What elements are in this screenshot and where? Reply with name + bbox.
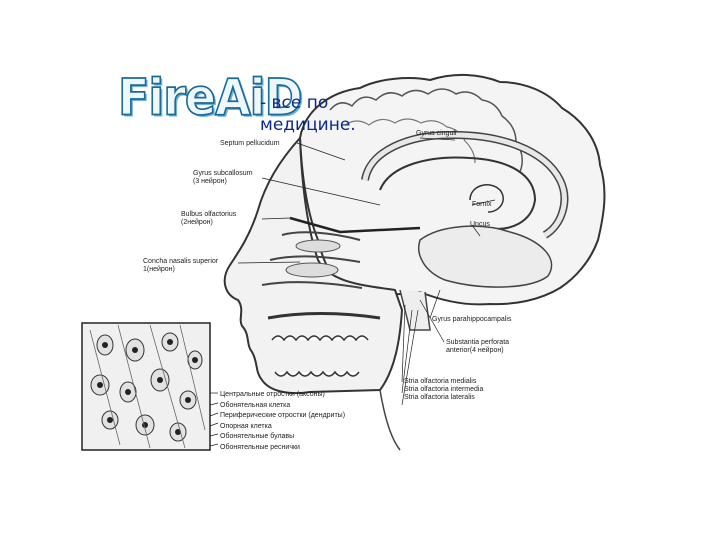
epithelium-inset	[82, 323, 210, 450]
label-substantia-perforata: Substantia perforata anterior(4 нейрон)	[446, 339, 509, 355]
tagline-line-1: - все по	[260, 92, 356, 114]
label-stria-olfactoria: Stria olfactoria medialis Stria olfactor…	[404, 378, 483, 402]
label-olfactory-vesicles: Обонятельные булавы	[220, 432, 345, 443]
label-gyrus-subcallosum: Gyrus subcallosum (3 нейрон)	[193, 170, 253, 186]
label-gyrus-parahippocampalis: Gyrus parahippocampalis	[432, 316, 511, 324]
tagline-line-2: медицине.	[260, 114, 356, 136]
label-bulbus-olfactorius: Bulbus olfactorius (2нейрон)	[181, 211, 236, 227]
label-stria-intermedia: Stria olfactoria intermedia	[404, 386, 483, 394]
label-stria-medialis: Stria olfactoria medialis	[404, 378, 483, 386]
label-uncus: Uncus	[470, 221, 490, 229]
label-septum-pellucidum: Septum pellucidum	[220, 140, 280, 148]
logo-tagline: - все по медицине.	[260, 92, 356, 136]
label-gyrus-cinguli: Gyrus cinguli	[416, 130, 456, 138]
label-stria-lateralis: Stria olfactoria lateralis	[404, 394, 483, 402]
label-fornix: Fornix	[472, 201, 491, 209]
label-concha-nasalis: Concha nasalis superior 1(нейрон)	[143, 258, 218, 274]
label-peripheral-processes: Периферические отростки (дендриты)	[220, 411, 345, 422]
label-olfactory-cilia: Обонятельные реснички	[220, 443, 345, 454]
label-epithelium-legend: Центральные отростки (аксоны) Обонятельн…	[220, 390, 345, 453]
label-central-processes: Центральные отростки (аксоны)	[220, 390, 345, 401]
label-olfactory-cell: Обонятельная клетка	[220, 401, 345, 412]
label-supporting-cell: Опорная клетка	[220, 422, 345, 433]
